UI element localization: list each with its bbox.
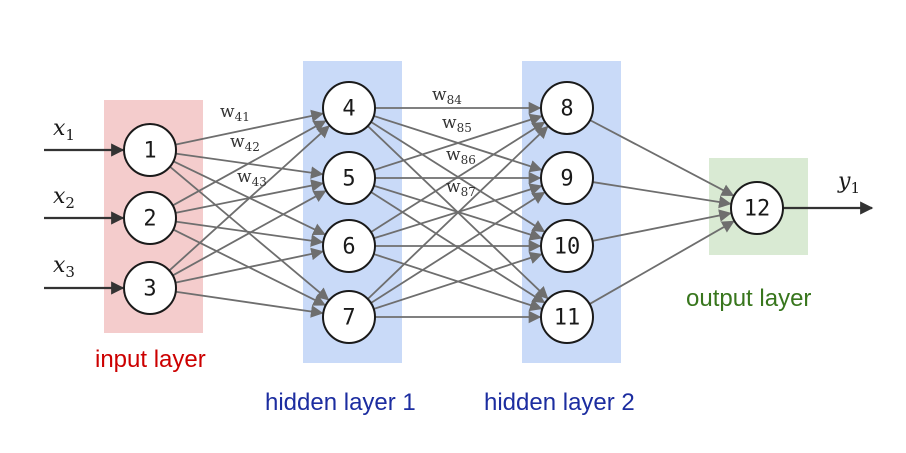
input-var-x3: x3 [53,253,75,281]
neuron-circle [540,219,594,273]
weight-label-w42: w42 [230,132,260,154]
input-var-x2: x2 [53,184,75,212]
neuron-circle [123,123,177,177]
neuron-label: 11 [554,306,581,331]
edge-3-to-7 [175,290,324,318]
neuron-6: 6 [322,219,376,273]
neuron-label: 6 [342,235,355,260]
neuron-circle [322,81,376,135]
neuron-7: 7 [322,290,376,344]
output-var-y1: y1 [837,169,860,197]
neuron-circle [123,191,177,245]
neuron-label: 10 [554,235,581,260]
edge-3-to-5 [172,190,327,277]
neuron-1: 1 [123,123,177,177]
neuron-4: 4 [322,81,376,135]
hidden-layer-1-label: hidden layer 1 [265,389,416,416]
edge-11-to-12 [589,220,735,305]
connections [168,101,735,324]
input-var-x1: x1 [53,116,75,144]
weight-label-w84: w84 [432,85,462,107]
neuron-label: 2 [143,207,156,232]
neuron-9: 9 [540,151,594,205]
neuron-10: 10 [540,219,594,273]
edge-7-to-9 [370,191,546,304]
edge-10-to-12 [592,209,732,242]
hidden-layer-2-label: hidden layer 2 [484,389,635,416]
output-layer-label: output layer [686,285,811,312]
input-layer-label: input layer [95,346,206,373]
neuron-circle [123,261,177,315]
edge-7-to-10 [373,251,543,310]
neuron-3: 3 [123,261,177,315]
neuron-8: 8 [540,81,594,135]
neuron-label: 8 [560,97,573,122]
neuron-label: 4 [342,97,355,122]
edge-2-to-4 [172,120,327,207]
weight-label-w87: w87 [446,177,476,199]
weight-label-w41: w41 [220,102,250,124]
edge-2-to-6 [175,220,324,247]
neuron-2: 2 [123,191,177,245]
neuron-circle [322,290,376,344]
edge-3-to-6 [175,247,324,284]
io-arrows [44,143,874,295]
neuron-label: 7 [342,306,355,331]
neuron-label: 1 [143,139,156,164]
neuron-circle [540,290,594,344]
neuron-label: 9 [560,167,573,192]
neuron-circle [540,151,594,205]
weight-label-w86: w86 [446,145,476,167]
neuron-12: 12 [730,181,784,235]
neuron-circle [730,181,784,235]
weight-label-w43: w43 [237,167,267,189]
edge-3-to-4 [168,125,330,272]
neuron-label: 12 [744,197,771,222]
edge-1-to-4 [175,109,324,146]
weight-label-w85: w85 [442,113,472,135]
edge-6-to-8 [370,121,546,233]
edge-8-to-12 [589,119,735,197]
neuron-11: 11 [540,290,594,344]
neuron-circle [540,81,594,135]
neuron-5: 5 [322,151,376,205]
neuron-circle [322,219,376,273]
neuron-label: 3 [143,277,156,302]
edge-9-to-12 [592,181,732,209]
edge-7-to-8 [367,125,549,300]
neuron-circle [322,151,376,205]
neuron-label: 5 [342,167,355,192]
edge-5-to-8 [373,113,543,171]
